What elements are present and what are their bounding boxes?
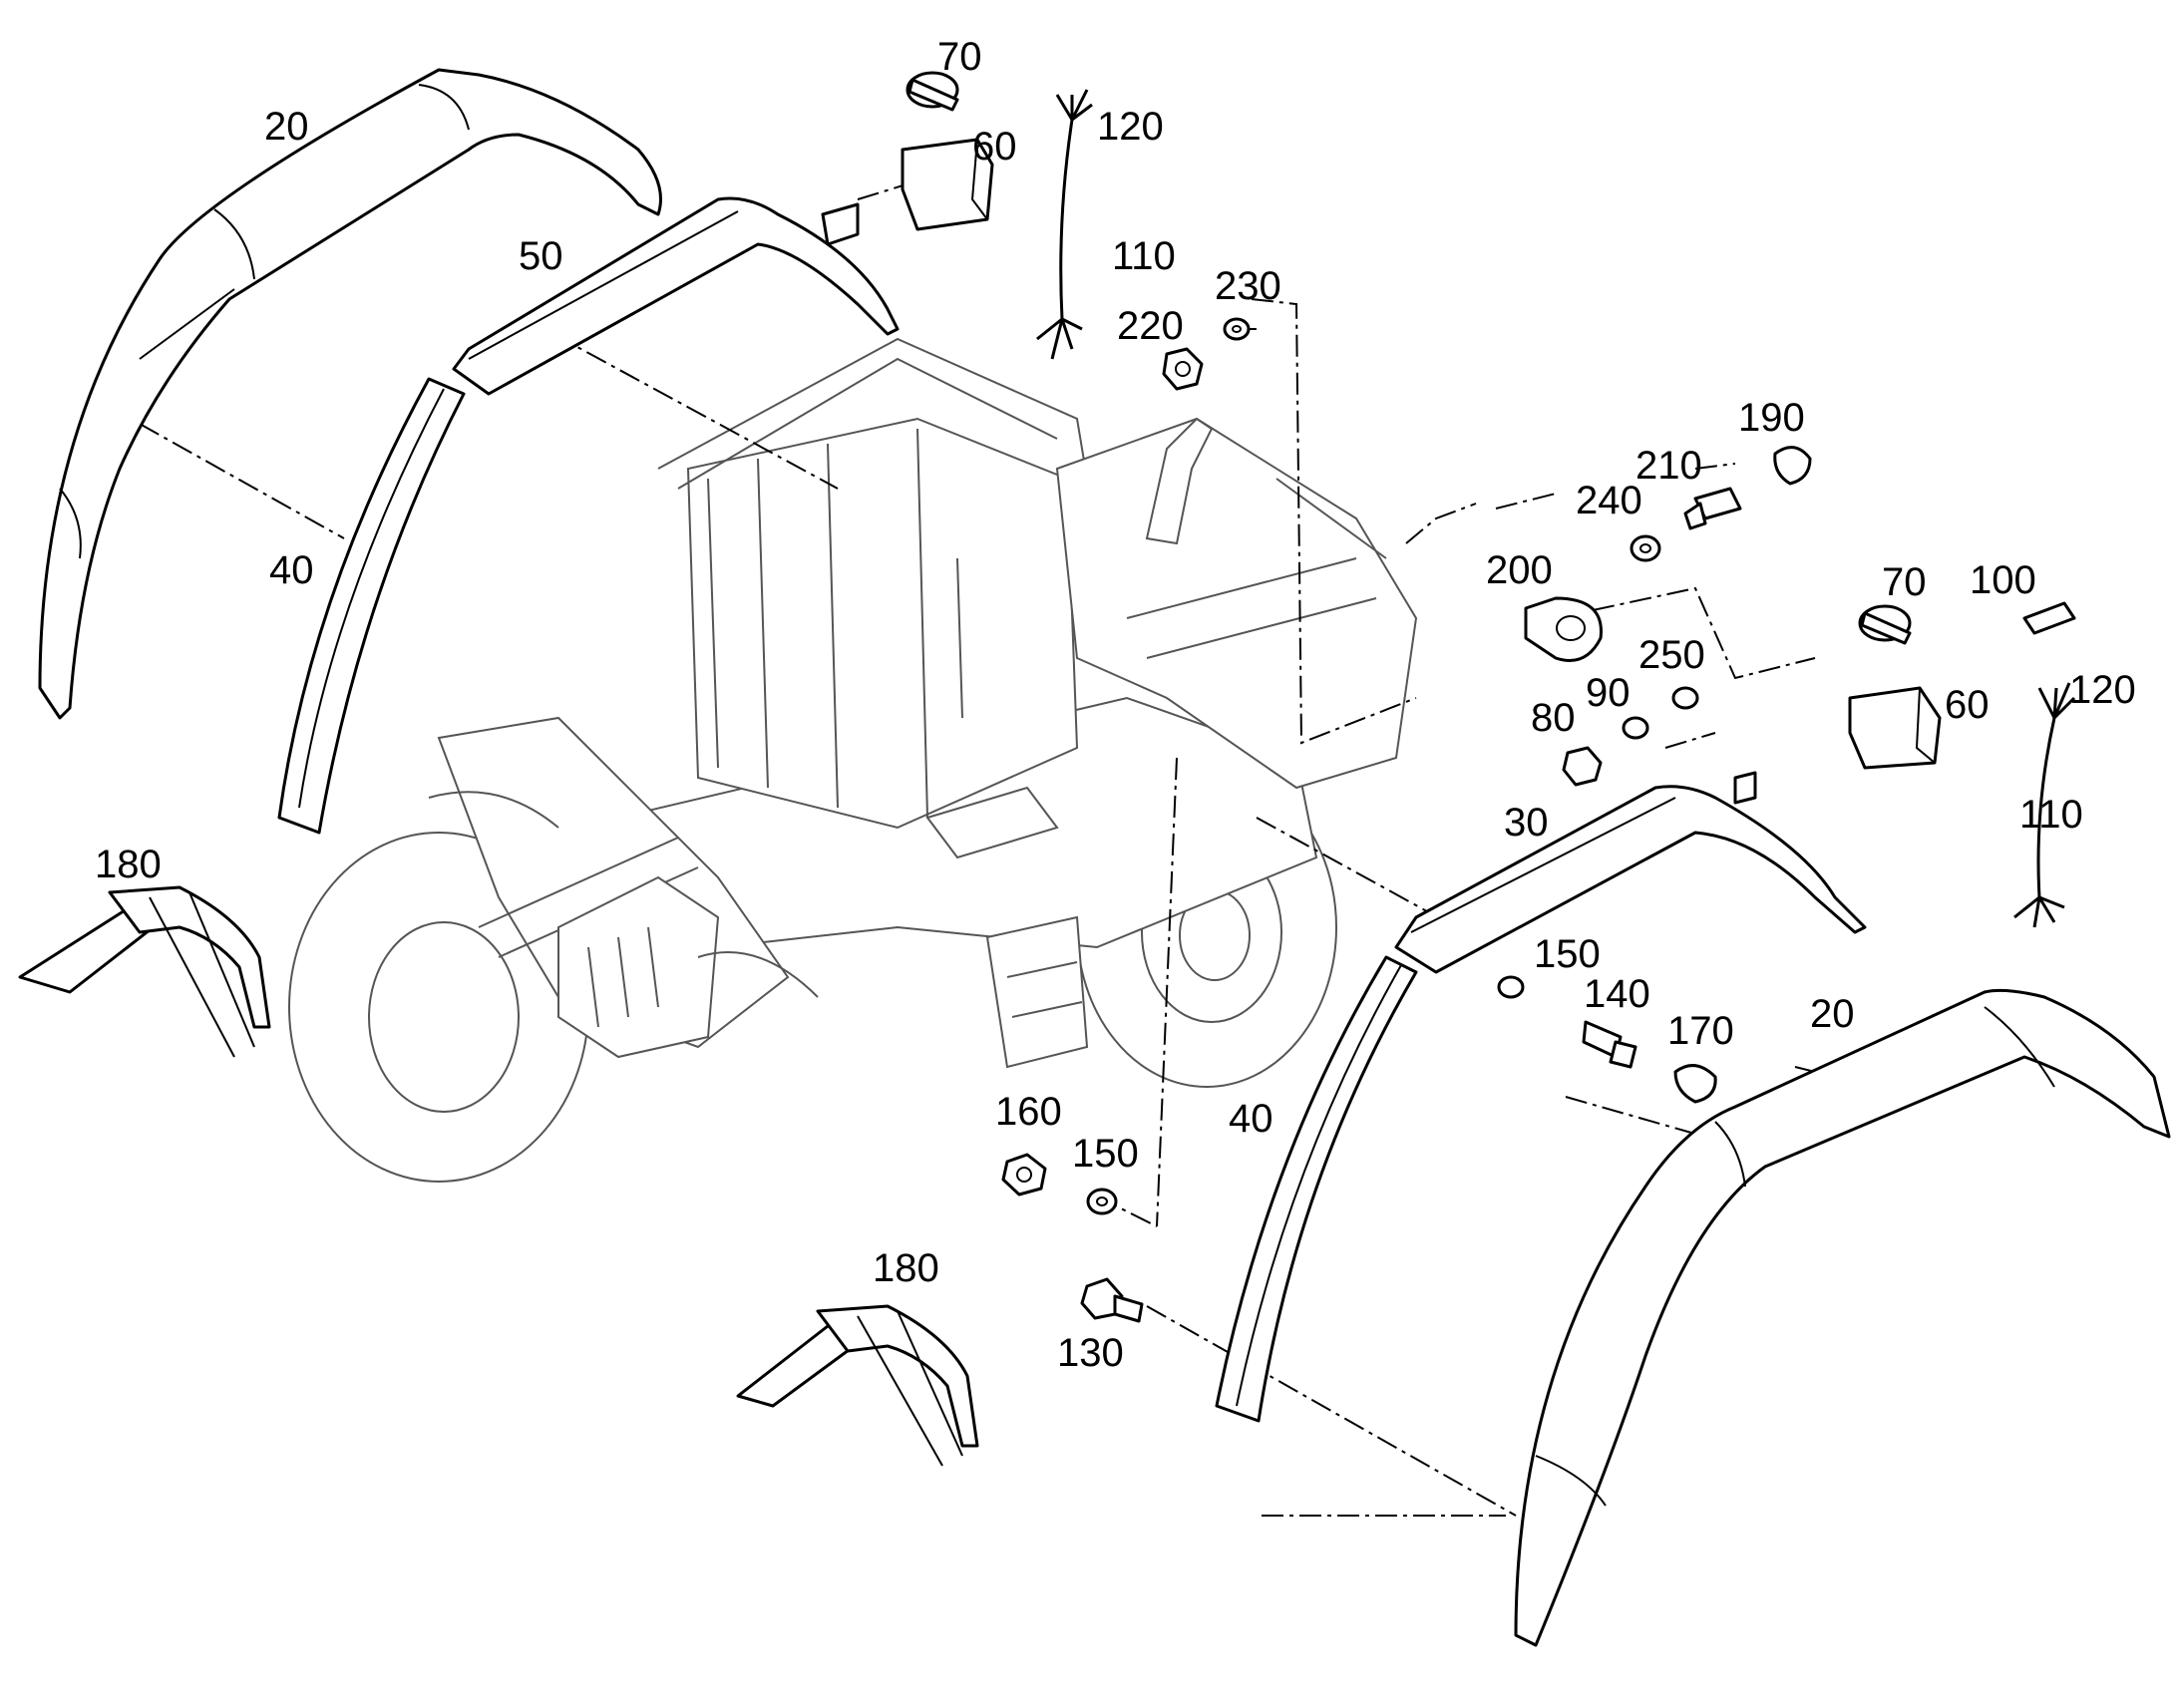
fender-front-right (1394, 771, 1867, 974)
wheel-loader-body (288, 337, 1418, 1183)
callout-washer-150-upper: 150 (1534, 932, 1601, 976)
callout-harness-right: 110 (2019, 793, 2083, 837)
callout-lamp-right: 70 (1882, 560, 1927, 604)
nut-160-shape (1001, 1153, 1047, 1196)
callout-fender-front-left: 50 (519, 234, 563, 278)
callout-clamp-200: 200 (1486, 548, 1553, 592)
mudflap-right (736, 1304, 979, 1467)
lamp-left (906, 71, 959, 112)
callout-fender-front-right: 30 (1504, 801, 1549, 845)
washer-150-upper-shape (1497, 975, 1525, 999)
bolt-140-shape (1582, 1020, 1637, 1069)
fender-strip-right (1215, 955, 1418, 1423)
callout-washer-240: 240 (1576, 479, 1642, 522)
callout-fender-strip-right: 40 (1229, 1097, 1273, 1141)
callout-nut-80: 80 (1531, 696, 1576, 740)
callout-lamp-housing-right: 60 (1945, 683, 1990, 727)
callout-harness-left: 110 (1112, 234, 1176, 278)
washer-250-shape (1671, 686, 1699, 710)
fender-strip-left (277, 377, 466, 835)
callout-washer-90: 90 (1586, 671, 1631, 715)
callout-fender-strip-left: 40 (269, 548, 314, 592)
clamp-200-shape (1524, 596, 1603, 662)
callout-washer-230: 230 (1215, 264, 1281, 308)
mudflap-left (18, 885, 271, 1058)
lamp-housing-right (1848, 686, 1942, 770)
washer-150-lower-shape (1086, 1188, 1118, 1215)
lamp-housing-left (901, 138, 994, 231)
wiring-harness-right (2013, 682, 2076, 928)
fender-rear-right (1514, 988, 2171, 1647)
callout-cap-170: 170 (1667, 1009, 1734, 1053)
callout-fender-rear-right: 20 (1810, 992, 1855, 1036)
callout-labels: 20 70 60 120 110 50 230 220 40 190 210 2… (95, 35, 2136, 1375)
nut-80-shape (1562, 746, 1603, 787)
callout-nut-160: 160 (995, 1090, 1062, 1134)
bolt-130-shape (1080, 1277, 1144, 1323)
lamp-right (1858, 604, 1912, 645)
wiring-harness-left (1036, 89, 1093, 360)
callout-mudflap-right: 180 (873, 1246, 939, 1290)
callout-fender-rear-left: 20 (264, 105, 309, 149)
bolt-100-shape (2022, 601, 2076, 635)
callout-bolt-100: 100 (1970, 558, 2036, 602)
callout-lamp-housing-left: 60 (972, 125, 1017, 169)
nut-220-shape (1162, 347, 1204, 391)
washer-240-shape (1630, 534, 1661, 562)
fender-rear-left (38, 68, 662, 720)
callout-nut-220: 220 (1117, 304, 1184, 348)
callout-connector-left: 120 (1097, 105, 1164, 149)
callout-cap-190: 190 (1738, 396, 1805, 440)
bolt-210-shape (1683, 487, 1742, 530)
callout-bolt-210: 210 (1635, 444, 1702, 488)
callout-washer-250: 250 (1638, 633, 1705, 677)
callout-bolt-130: 130 (1057, 1331, 1124, 1375)
callout-connector-right: 120 (2069, 668, 2136, 712)
callout-washer-150-lower: 150 (1072, 1132, 1139, 1176)
callout-lamp-left: 70 (937, 35, 982, 79)
washer-230-shape (1223, 317, 1251, 341)
callout-mudflap-left: 180 (95, 843, 162, 886)
fender-front-left (452, 196, 900, 396)
cap-190-shape (1773, 446, 1812, 486)
washer-90-shape (1622, 716, 1649, 740)
cap-170-shape (1673, 1064, 1717, 1104)
callout-bolt-140: 140 (1584, 972, 1650, 1016)
